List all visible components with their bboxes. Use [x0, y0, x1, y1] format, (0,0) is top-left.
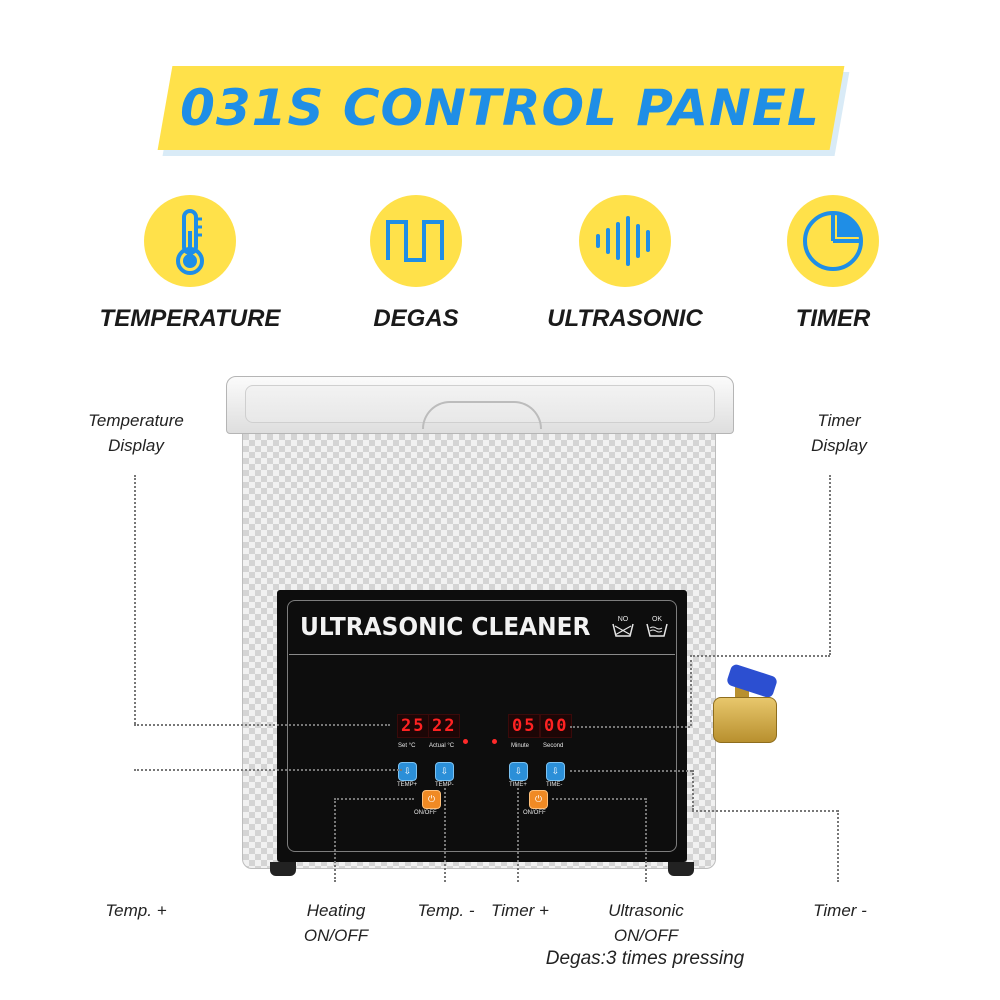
- callout-ultrasonic: Ultrasonic ON/OFF: [608, 901, 684, 945]
- set-temp-label: Set °C: [398, 743, 416, 749]
- divider: [289, 654, 675, 655]
- actual-temp-label: Actual °C: [429, 743, 455, 749]
- time-plus-button[interactable]: ⇩: [509, 762, 528, 781]
- second-display: 00: [540, 714, 573, 738]
- second-label: Second: [543, 743, 564, 749]
- heating-onoff-button[interactable]: ⏻: [422, 790, 441, 809]
- callout-temp-minus: Temp. -: [417, 901, 475, 920]
- thermometer-icon: [144, 195, 236, 287]
- feature-label: TIMER: [795, 305, 871, 332]
- square-wave-icon: [370, 195, 462, 287]
- tank-lid[interactable]: [226, 376, 734, 434]
- leader-line: [517, 784, 519, 882]
- leader-line: [334, 798, 414, 800]
- leader-line: [690, 655, 692, 726]
- callout-timer-minus: Timer -: [813, 901, 867, 920]
- time-minus-label: TIME-: [546, 782, 563, 788]
- leader-line: [134, 769, 402, 771]
- temp-plus-label: TEMP+: [397, 782, 418, 788]
- leader-line: [570, 726, 690, 728]
- feature-timer: TIMER: [733, 195, 933, 333]
- callout-heating: Heating ON/OFF: [303, 901, 369, 945]
- heating-led: [463, 739, 468, 744]
- panel-title: ULTRASONIC CLEANER: [300, 612, 591, 641]
- set-temp-display: 25: [397, 714, 430, 738]
- ultrasonic-onoff-button[interactable]: ⏻: [529, 790, 548, 809]
- pie-clock-icon: [787, 195, 879, 287]
- leader-line: [570, 770, 692, 772]
- leader-line: [134, 724, 390, 726]
- tank-foot: [270, 862, 296, 876]
- leader-line: [837, 810, 839, 882]
- callout-temp-plus: Temp. +: [105, 901, 167, 920]
- feature-degas: DEGAS: [316, 195, 516, 333]
- heating-onoff-label: ON/OFF: [414, 810, 437, 816]
- leader-line: [552, 798, 646, 800]
- feature-label: TEMPERATURE: [99, 305, 281, 332]
- ultrasonic-led: [492, 739, 497, 744]
- leader-line: [690, 655, 830, 657]
- time-minus-button[interactable]: ⇩: [546, 762, 565, 781]
- ok-label: OK: [651, 616, 663, 623]
- lid-handle[interactable]: [422, 401, 542, 429]
- leader-line: [134, 475, 136, 724]
- callout-degas: Degas:3 times pressing: [545, 948, 745, 969]
- leader-line: [334, 798, 336, 882]
- tank-foot: [668, 862, 694, 876]
- drain-valve[interactable]: [713, 697, 777, 743]
- feature-label: DEGAS: [373, 305, 459, 332]
- feature-label: ULTRASONIC: [547, 305, 703, 332]
- callout-timer-plus: Timer +: [491, 901, 549, 920]
- minute-display: 05: [508, 714, 541, 738]
- feature-temperature: TEMPERATURE: [90, 195, 290, 333]
- no-wash-icon: NO: [609, 616, 637, 642]
- leader-line: [829, 475, 831, 655]
- leader-line: [444, 784, 446, 882]
- actual-temp-display: 22: [428, 714, 461, 738]
- callout-timer-display: Timer Display: [811, 411, 867, 455]
- leader-line: [645, 798, 647, 882]
- minute-label: Minute: [511, 743, 530, 749]
- temp-minus-button[interactable]: ⇩: [435, 762, 454, 781]
- leader-line: [692, 810, 838, 812]
- drain-valve-handle[interactable]: [725, 663, 779, 699]
- page-title: 031S CONTROL PANEL: [180, 79, 820, 137]
- no-label: NO: [617, 616, 629, 623]
- ok-wash-icon: OK: [643, 616, 671, 642]
- ultrasonic-onoff-label: ON/OFF: [523, 810, 546, 816]
- feature-ultrasonic: ULTRASONIC: [525, 195, 725, 333]
- temp-plus-button[interactable]: ⇩: [398, 762, 417, 781]
- callout-temperature-display: Temperature Display: [88, 411, 184, 455]
- sound-wave-icon: [579, 195, 671, 287]
- leader-line: [692, 770, 694, 810]
